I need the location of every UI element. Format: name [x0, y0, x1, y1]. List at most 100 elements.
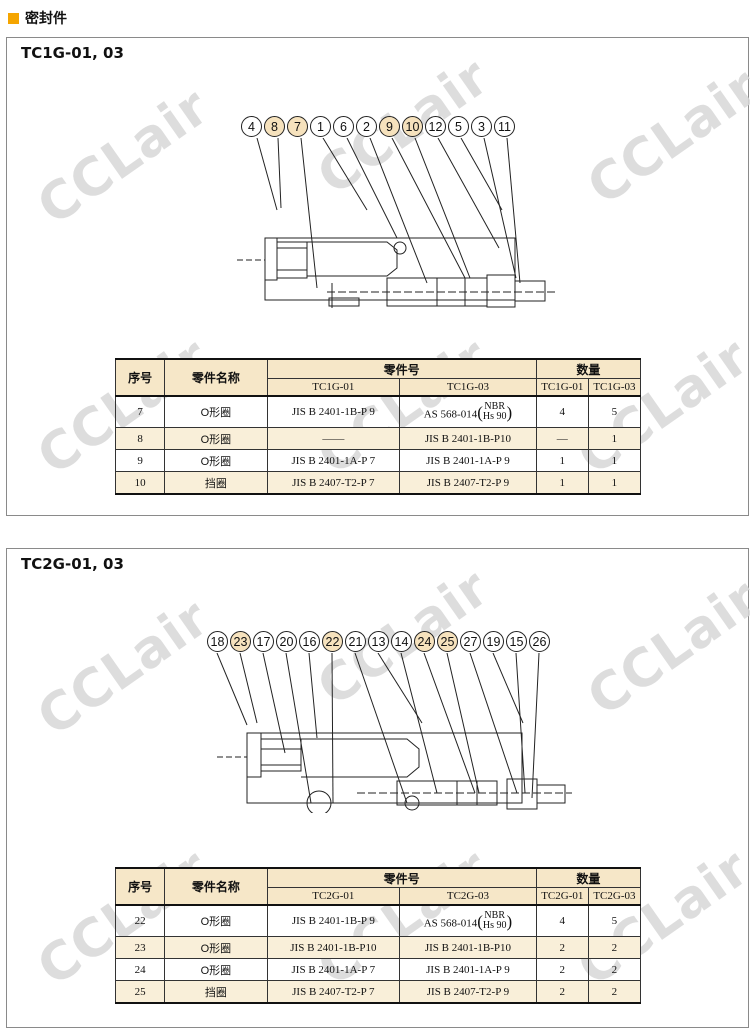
- row-part-no-b: JIS B 2407-T2-P 9: [399, 471, 537, 495]
- callout-bubble: 2: [356, 116, 377, 137]
- section-title: TC1G-01, 03: [21, 44, 124, 62]
- col-part-no: 零件号: [266, 867, 537, 888]
- row-part-no-b: JIS B 2401-1B-P10: [399, 427, 537, 450]
- valve-drawing: [216, 653, 572, 813]
- row-qty-a: 2: [535, 936, 589, 959]
- col-model-b: TC1G-03: [399, 378, 537, 397]
- callout-bubble: 24: [414, 631, 435, 652]
- row-qty-a: 4: [535, 395, 589, 428]
- row-no: 7: [114, 395, 166, 428]
- row-no: 24: [114, 958, 166, 981]
- row-part-no-b: JIS B 2401-1A-P 9: [399, 449, 537, 472]
- row-part-name: O形圈: [164, 395, 268, 428]
- callout-bubble: 16: [299, 631, 320, 652]
- seal-parts-table: 序号 零件名称 零件号 数量 TC1G-01 TC1G-03 TC1G-01 T…: [114, 358, 642, 495]
- col-qty: 数量: [535, 867, 642, 888]
- row-no: 25: [114, 980, 166, 1004]
- row-qty-a: 4: [535, 904, 589, 937]
- row-qty-b: 2: [587, 980, 642, 1004]
- part-no-text: JIS B 2407-T2-P 9: [426, 985, 510, 998]
- row-part-name: O形圈: [164, 427, 268, 450]
- callout-bubble: 23: [230, 631, 251, 652]
- callout-bubble: 7: [287, 116, 308, 137]
- row-no: 8: [114, 427, 166, 450]
- watermark: CCLair: [27, 76, 221, 238]
- row-no: 9: [114, 449, 166, 472]
- callout-bubble: 15: [506, 631, 527, 652]
- col-model-b: TC2G-03: [399, 887, 537, 906]
- row-no: 22: [114, 904, 166, 937]
- callout-bubble: 3: [471, 116, 492, 137]
- part-no-text: AS 568-014: [423, 408, 478, 421]
- row-part-no-a: JIS B 2401-1B-P 9: [266, 395, 401, 428]
- watermark: CCLair: [27, 587, 221, 749]
- part-no-text: JIS B 2401-1A-P 9: [426, 963, 510, 976]
- hardness: Hs 90: [482, 411, 507, 422]
- material-code: NBR: [484, 910, 505, 921]
- callout-bubble: 20: [276, 631, 297, 652]
- row-qty-a: —: [535, 427, 589, 450]
- section-tc2g: CCLair CCLair CCLair CCLair CCLair CCLai…: [6, 548, 750, 1028]
- row-qty-b: 2: [587, 958, 642, 981]
- callout-bubble: 14: [391, 631, 412, 652]
- callout-bubble: 5: [448, 116, 469, 137]
- paren: ): [506, 402, 513, 422]
- valve-drawing: [237, 138, 557, 308]
- part-no-text: JIS B 2401-1B-P10: [424, 432, 512, 445]
- row-qty-b: 1: [587, 449, 642, 472]
- row-part-no-a: JIS B 2407-T2-P 7: [266, 980, 401, 1004]
- callout-bubble: 4: [241, 116, 262, 137]
- col-qty: 数量: [535, 358, 642, 379]
- callout-bubble: 1: [310, 116, 331, 137]
- row-part-name: O形圈: [164, 904, 268, 937]
- watermark: CCLair: [577, 567, 750, 729]
- row-part-no-a: JIS B 2401-1A-P 7: [266, 958, 401, 981]
- col-model-a: TC2G-01: [266, 887, 401, 906]
- watermark: CCLair: [577, 56, 750, 218]
- col-qty-b: TC1G-03: [587, 378, 642, 397]
- section-tc1g: CCLair CCLair CCLair CCLair CCLair CCLai…: [6, 37, 750, 516]
- row-part-no-b: JIS B 2401-1A-P 9: [399, 958, 537, 981]
- part-no-text: JIS B 2401-1A-P 9: [426, 454, 510, 467]
- paren: (: [477, 911, 483, 931]
- callout-bubble: 8: [264, 116, 285, 137]
- header-bullet-icon: [8, 12, 19, 24]
- callout-bubble: 6: [333, 116, 354, 137]
- row-part-name: O形圈: [164, 449, 268, 472]
- callout-bubble: 19: [483, 631, 504, 652]
- callout-bubble: 13: [368, 631, 389, 652]
- col-model-a: TC1G-01: [266, 378, 401, 397]
- section-title: TC2G-01, 03: [21, 555, 124, 573]
- row-qty-b: 5: [587, 395, 642, 428]
- row-no: 23: [114, 936, 166, 959]
- callout-bubble: 17: [253, 631, 274, 652]
- part-no-text: AS 568-014: [423, 917, 478, 930]
- row-no: 10: [114, 471, 166, 495]
- callout-bubble: 10: [402, 116, 423, 137]
- paren: ): [506, 911, 513, 931]
- row-part-name: O形圈: [164, 936, 268, 959]
- callout-bubble: 21: [345, 631, 366, 652]
- row-part-no-a: JIS B 2401-1B-P10: [266, 936, 401, 959]
- page-header: 密封件: [8, 8, 67, 28]
- row-part-name: 挡圈: [164, 980, 268, 1004]
- row-qty-a: 2: [535, 958, 589, 981]
- callout-bubble: 26: [529, 631, 550, 652]
- col-qty-a: TC1G-01: [535, 378, 589, 397]
- seal-parts-table: 序号 零件名称 零件号 数量 TC2G-01 TC2G-03 TC2G-01 T…: [114, 867, 642, 1004]
- page-title: 密封件: [25, 11, 67, 27]
- col-name: 零件名称: [164, 867, 268, 906]
- row-qty-a: 2: [535, 980, 589, 1004]
